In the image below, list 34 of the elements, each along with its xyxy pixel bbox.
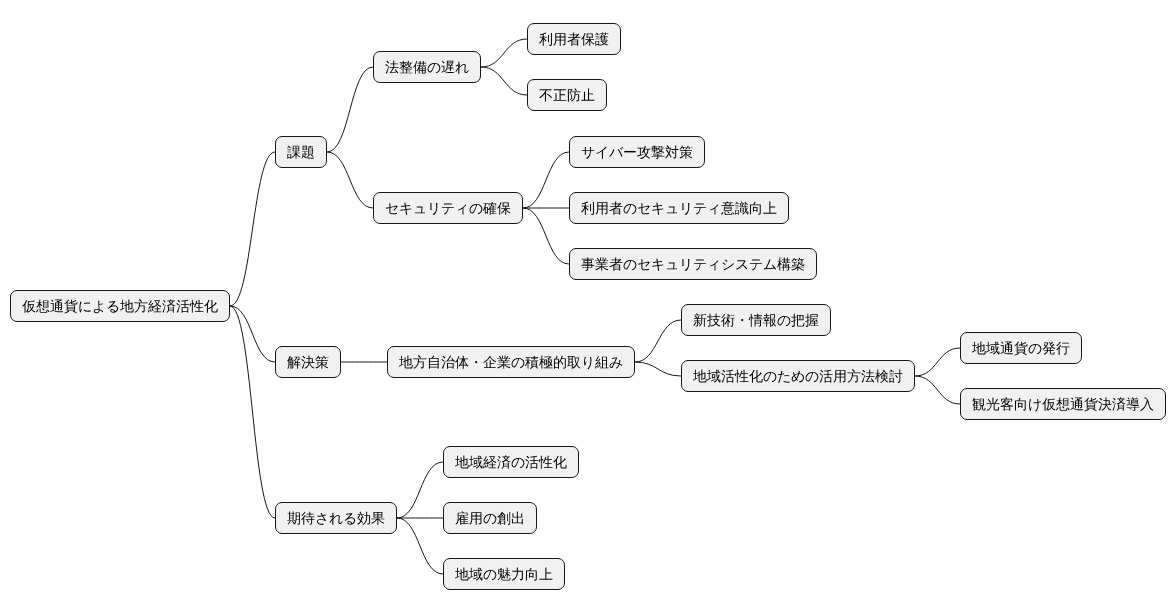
- topic-box: 雇用の創出: [443, 502, 537, 534]
- topic-box: 事業者のセキュリティシステム構築: [569, 248, 817, 280]
- topic-box: 地域活性化のための活用方法検討: [681, 360, 915, 392]
- connector-line: [229, 305, 276, 519]
- topic-box: 地域経済の活性化: [443, 446, 579, 478]
- topic-box: 地方自治体・企業の積極的取り組み: [387, 346, 635, 378]
- topic-box: 新技術・情報の把握: [681, 304, 831, 336]
- connector-line: [480, 38, 528, 68]
- connector-line: [914, 347, 961, 377]
- topic-box: 法整備の遅れ: [373, 51, 481, 83]
- connector-line: [340, 361, 388, 363]
- connector-line: [396, 517, 444, 575]
- connector-line: [480, 66, 528, 96]
- connector-line: [522, 207, 570, 209]
- connector-line: [326, 66, 374, 153]
- connector-line: [326, 151, 374, 209]
- topic-box: 利用者のセキュリティ意識向上: [569, 192, 789, 224]
- topic-box: 課題: [275, 136, 327, 168]
- topic-box: 不正防止: [527, 79, 607, 111]
- connector-line: [634, 319, 682, 363]
- connector-line: [522, 207, 570, 265]
- connector-line: [914, 375, 961, 405]
- topic-box: 利用者保護: [527, 23, 621, 55]
- topic-box: 解決策: [275, 346, 341, 378]
- topic-box: セキュリティの確保: [373, 192, 523, 224]
- topic-box: サイバー攻撃対策: [569, 136, 705, 168]
- topic-box: 観光客向け仮想通貨決済導入: [960, 388, 1166, 420]
- connector-line: [229, 151, 276, 307]
- topic-box: 期待される効果: [275, 502, 397, 534]
- topic-box: 地域の魅力向上: [443, 558, 565, 590]
- topic-box: 地域通貨の発行: [960, 332, 1082, 364]
- topic-box: 仮想通貨による地方経済活性化: [10, 290, 230, 322]
- connector-line: [634, 361, 682, 377]
- connector-line: [396, 517, 444, 519]
